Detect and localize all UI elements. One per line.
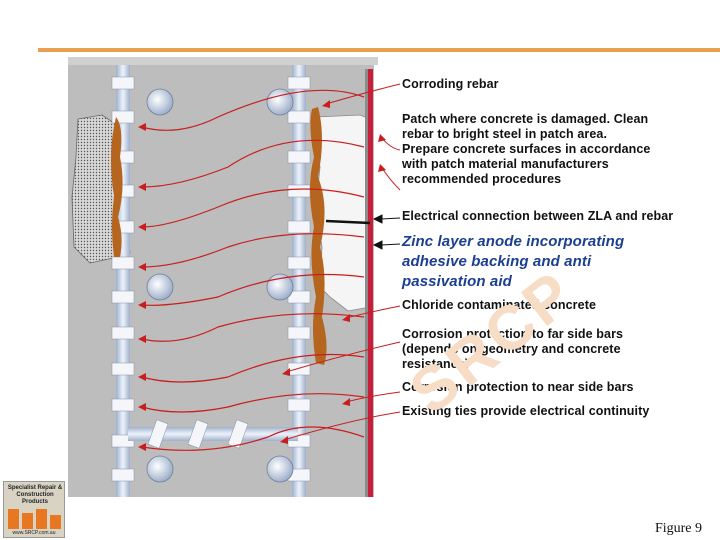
current-arrows [141, 89, 365, 451]
callout-labels: Corroding rebar Patch where concrete is … [402, 0, 720, 540]
label-zinc-layer: Zinc layer anode incorporating adhesive … [402, 233, 625, 290]
cross-section-bars [146, 88, 294, 483]
label-chloride: Chloride contaminated concrete [402, 298, 597, 312]
right-rebar [292, 65, 306, 497]
concrete-section-diagram [68, 57, 378, 505]
label-electrical-connection: Electrical connection between ZLA and re… [402, 209, 674, 223]
diagram-svg [68, 57, 378, 497]
zinc-layer-anode [368, 69, 373, 497]
accent-rule [38, 48, 720, 52]
logo-url: www.SRCP.com.au [12, 530, 56, 536]
figure-label: Figure 9 [654, 521, 702, 536]
logo-bars-graphic [8, 507, 62, 529]
logo-name: Specialist Repair & Construction Product… [7, 485, 63, 505]
bottom-bar [128, 427, 298, 441]
label-corroding-rebar: Corroding rebar [402, 77, 499, 91]
left-rust [111, 117, 123, 257]
label-far-side: Corrosion protection to far side bars (d… [402, 327, 624, 371]
right-rust [310, 107, 327, 365]
srcp-logo: Specialist Repair & Construction Product… [3, 481, 65, 538]
label-ties: Existing ties provide electrical continu… [402, 404, 650, 418]
label-patch: Patch where concrete is damaged. Clean r… [402, 112, 651, 186]
current-arrowheads [138, 123, 146, 451]
label-near-side: Corrosion protection to near side bars [402, 380, 634, 394]
bottom-ties [147, 419, 249, 449]
electrical-connection-line [325, 219, 371, 225]
